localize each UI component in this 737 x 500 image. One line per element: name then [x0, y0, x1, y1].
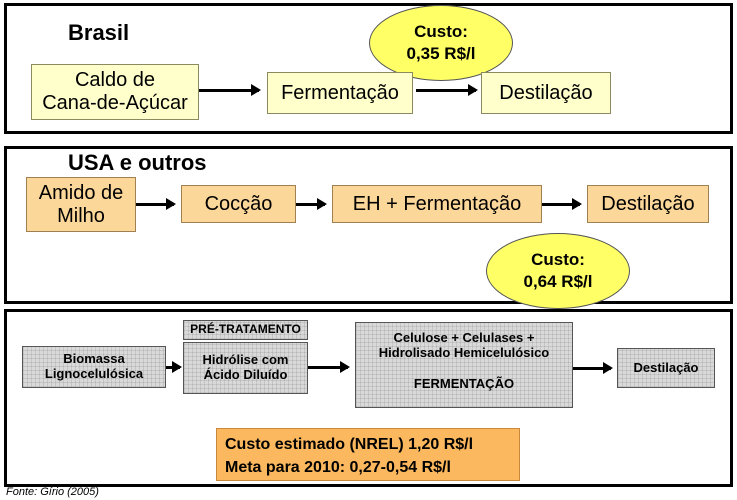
pretreatment-label: PRÉ-TRATAMENTO — [183, 320, 308, 340]
step-biomassa: Biomassa Lignocelulósica — [22, 346, 166, 388]
source-caption: Fonte: Gírio (2005) — [6, 486, 99, 498]
cost-label: Custo: — [414, 21, 468, 41]
step-celulose-fermentacao: Celulose + Celulases + Hidrolisado Hemic… — [355, 322, 573, 408]
panel-brasil-heading: Brasil — [68, 20, 130, 45]
step-hidrolise: Hidrólise com Ácido Diluído — [183, 342, 308, 394]
arrow-fermentacao-to-destilacao-3 — [573, 362, 613, 374]
step-eh-fermentacao: EH + Fermentação — [332, 185, 542, 223]
goal-2010: Meta para 2010: 0,27-0,54 R$/l — [225, 459, 451, 477]
step-destilacao-3: Destilação — [617, 348, 715, 388]
arrow-eh-to-destilacao — [542, 198, 582, 210]
arrow-hidrolise-to-fermentacao — [308, 361, 350, 373]
cost-estimate-box: Custo estimado (NREL) 1,20 R$/l Meta par… — [216, 428, 520, 481]
arrow-amido-to-coccao — [136, 198, 176, 210]
step-amido-de-milho: Amido de Milho — [26, 177, 136, 232]
cost-ellipse-brasil: Custo: 0,35 R$/l — [369, 5, 513, 81]
arrow-coccao-to-eh — [296, 198, 327, 210]
cost-ellipse-usa: Custo: 0,64 R$/l — [486, 233, 630, 309]
cost-estimate: Custo estimado (NREL) 1,20 R$/l — [225, 436, 474, 453]
step-fermentacao: Fermentação — [267, 72, 413, 114]
arrow-caldo-to-fermentacao — [199, 84, 261, 96]
cost-value: 0,64 R$/l — [523, 272, 593, 291]
arrow-biomassa-to-hidrolise — [166, 361, 182, 373]
cost-value: 0,35 R$/l — [406, 44, 476, 63]
arrow-fermentacao-to-destilacao — [416, 84, 478, 96]
step-destilacao-usa: Destilação — [587, 185, 709, 223]
step-destilacao-brasil: Destilação — [481, 72, 611, 114]
panel-usa-heading: USA e outros — [68, 150, 207, 175]
cost-label: Custo: — [531, 249, 585, 269]
step-coccao: Cocção — [181, 185, 296, 223]
step-caldo-de-cana: Caldo de Cana-de-Açúcar — [31, 64, 199, 120]
